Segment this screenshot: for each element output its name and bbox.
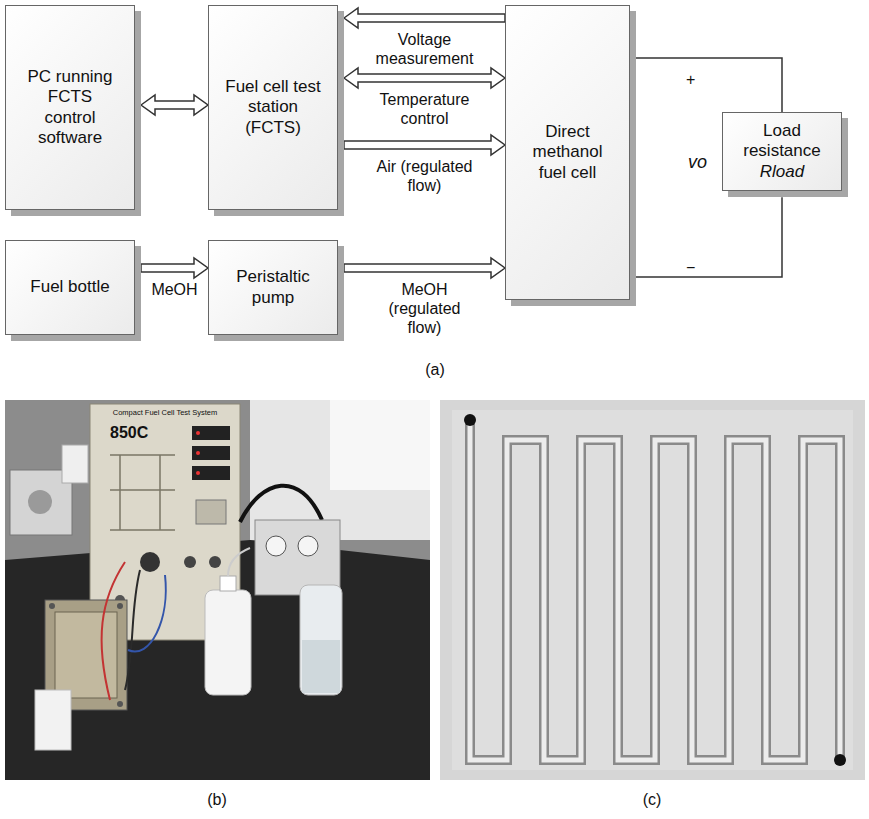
box-text: Fuel cell test station (FCTS) (223, 77, 323, 138)
block-arrow (141, 95, 208, 115)
block-arrow (344, 135, 505, 155)
process-box: Fuel cell test station (FCTS) (208, 5, 338, 210)
load-box: Load resistanceRload (722, 112, 842, 191)
process-box: Fuel bottle (5, 240, 135, 335)
polarity-sign: − (686, 258, 695, 277)
device-model-number: 850C (110, 423, 148, 442)
box-text: Load resistance (737, 121, 827, 162)
arrow-label: Voltage measurement (373, 30, 477, 68)
block-arrow (344, 8, 505, 28)
voltage-symbol: vo (688, 152, 707, 174)
arrow-label: MeOH (regulated flow) (373, 280, 477, 338)
polarity-sign: + (686, 70, 695, 89)
process-box: PC running FCTS control software (5, 5, 135, 210)
flow-field-photo (440, 400, 865, 780)
block-arrow (141, 258, 208, 278)
device-panel-text: Compact Fuel Cell Test System (113, 408, 217, 417)
panel-caption: (c) (643, 790, 662, 809)
arrow-label: Temperature control (373, 90, 477, 128)
process-box: Peristaltic pump (208, 240, 338, 335)
arrow-label: MeOH (123, 280, 227, 299)
box-text: Direct methanol fuel cell (520, 122, 615, 183)
panel-caption: (a) (425, 360, 445, 379)
box-text: Rload (760, 162, 804, 182)
panel-caption: (b) (207, 790, 227, 809)
test-bench-photo (5, 400, 430, 780)
fuel-cell-box: Direct methanol fuel cell (505, 5, 630, 300)
arrow-label: Air (regulated flow) (373, 157, 477, 195)
wire (636, 58, 782, 112)
block-arrow (344, 68, 505, 88)
box-text: PC running FCTS control software (20, 67, 120, 149)
block-arrow (344, 258, 505, 278)
box-text: Fuel bottle (30, 277, 109, 297)
box-text: Peristaltic pump (223, 267, 323, 308)
wire (636, 197, 782, 277)
